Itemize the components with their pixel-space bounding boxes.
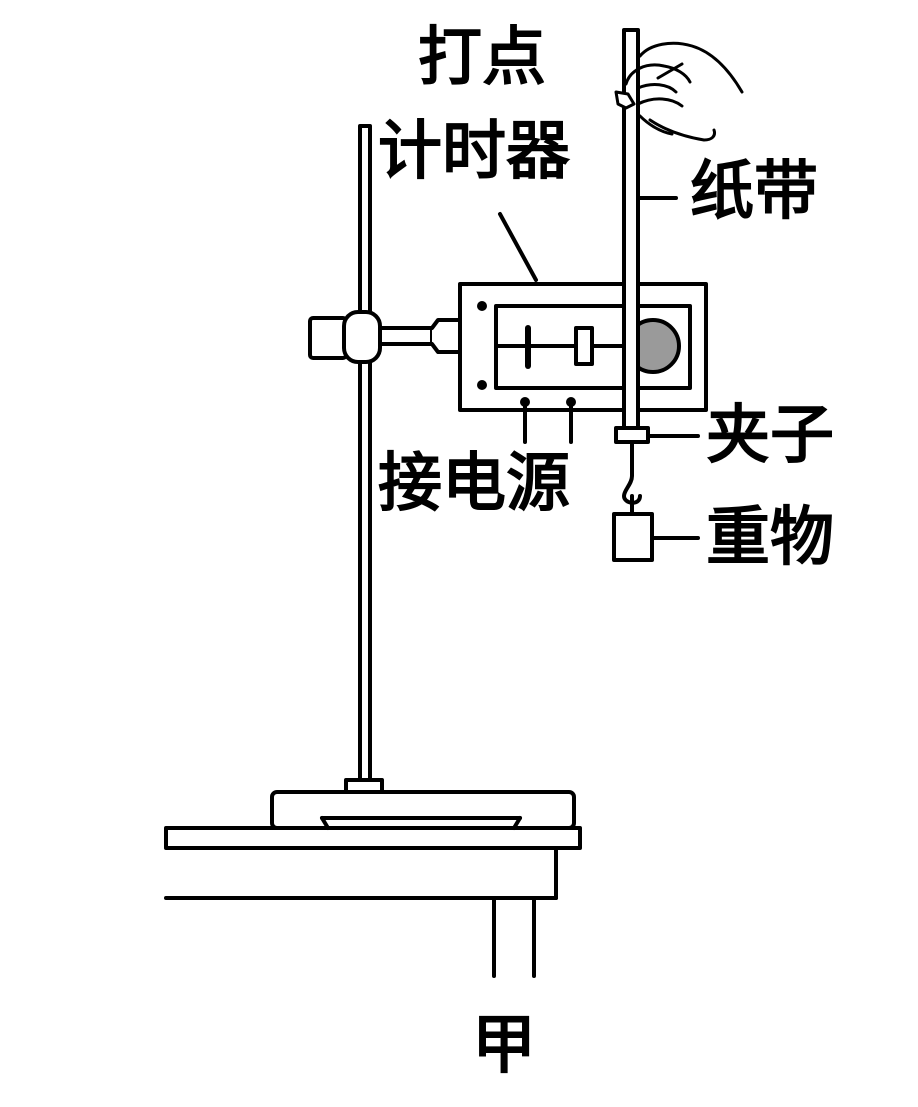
figure-caption: 甲 bbox=[472, 1008, 536, 1083]
stand-base bbox=[270, 778, 576, 830]
clip bbox=[614, 426, 650, 460]
clamp-arm bbox=[378, 326, 434, 346]
rod-clamp bbox=[308, 310, 476, 364]
clip-label: 夹子 bbox=[706, 398, 834, 473]
timer bbox=[458, 282, 708, 444]
clamp-knob bbox=[308, 316, 348, 360]
weight-label: 重物 bbox=[706, 500, 834, 575]
timer-leader-line bbox=[498, 212, 538, 282]
tape-label: 纸带 bbox=[690, 154, 818, 229]
table bbox=[164, 826, 582, 978]
timer-label-line1: 打点 bbox=[418, 20, 546, 95]
paper-tape bbox=[622, 28, 640, 430]
timer-label-line2: 计时器 bbox=[378, 114, 570, 189]
hook bbox=[622, 456, 642, 505]
stand-rod bbox=[358, 124, 372, 782]
weight-block bbox=[612, 512, 654, 562]
hand-icon bbox=[614, 41, 744, 142]
power-label: 接电源 bbox=[378, 446, 570, 521]
